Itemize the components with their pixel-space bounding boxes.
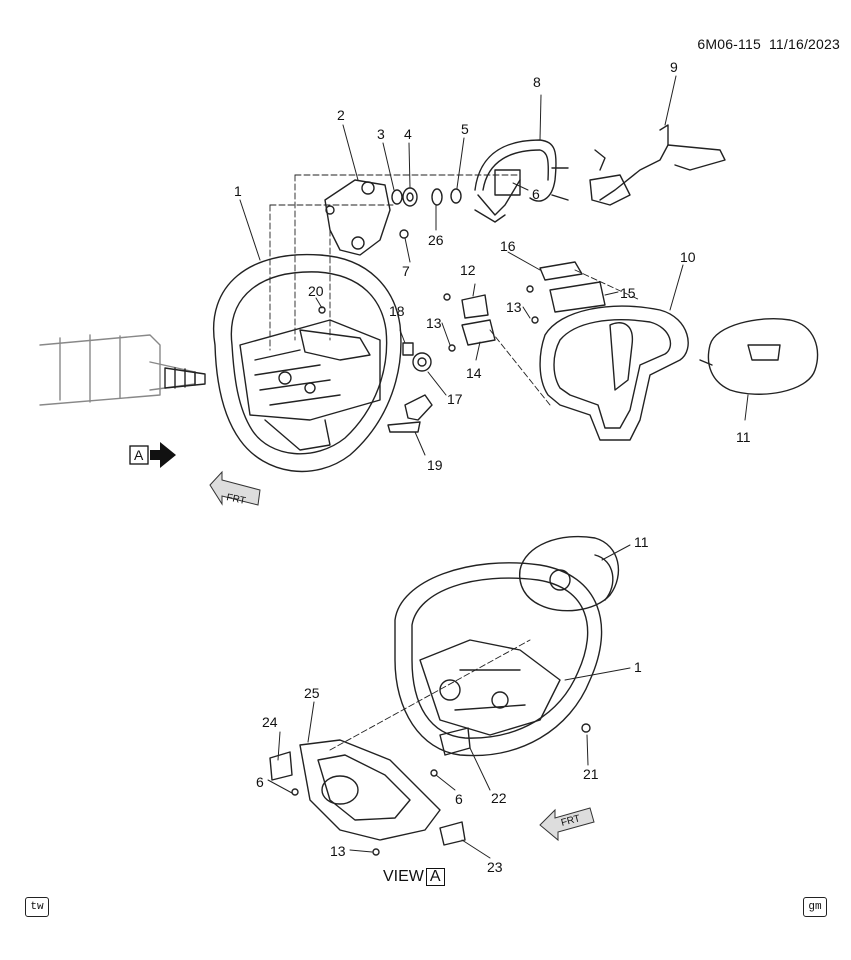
gm-logo-badge: gm — [803, 897, 827, 917]
callout-16: 16 — [500, 238, 516, 254]
callout-4: 4 — [404, 126, 412, 142]
view-a-letter: A — [134, 447, 144, 463]
wiring-harness — [474, 139, 569, 223]
view-label-letter: A — [425, 868, 445, 886]
callout-7: 7 — [402, 263, 410, 279]
callout-labels: 1 2 3 4 5 8 9 6 26 7 10 11 16 12 15 13 1… — [234, 59, 751, 875]
callout-6b: 6 — [256, 774, 264, 790]
alignment-lines — [269, 174, 641, 751]
callout-13a: 13 — [426, 315, 442, 331]
column-spline — [164, 367, 206, 389]
steering-column — [39, 334, 196, 406]
callout-13c: 13 — [330, 843, 346, 859]
tw-badge: tw — [25, 897, 49, 917]
callout-22: 22 — [491, 790, 507, 806]
leader-lines — [239, 75, 749, 456]
lower-trim-parts — [269, 723, 591, 856]
callout-25: 25 — [304, 685, 320, 701]
callout-14: 14 — [466, 365, 482, 381]
callout-26: 26 — [428, 232, 444, 248]
view-label-prefix: VIEW — [383, 868, 424, 885]
steering-wheel-rear-view — [394, 562, 603, 757]
steering-wheel-bezel — [539, 305, 689, 441]
leader-lines-lower — [267, 544, 631, 859]
diagram-date: 11/16/2023 — [768, 36, 840, 52]
control-switches — [443, 261, 606, 352]
callout-6: 6 — [532, 186, 540, 202]
callout-8: 8 — [533, 74, 541, 90]
clockspring-harness — [589, 124, 726, 206]
callout-24: 24 — [262, 714, 278, 730]
callout-13b: 13 — [506, 299, 522, 315]
rear-cover — [299, 739, 441, 841]
callout-6c: 6 — [455, 791, 463, 807]
callout-11b: 11 — [634, 534, 649, 550]
callout-21: 21 — [583, 766, 599, 782]
callout-20: 20 — [308, 283, 324, 299]
callout-10: 10 — [680, 249, 696, 265]
callout-15: 15 — [620, 285, 636, 301]
callout-1: 1 — [234, 183, 242, 199]
backing-plate — [324, 179, 391, 256]
front-direction-arrow-upper: FRT — [209, 470, 261, 507]
callout-3: 3 — [377, 126, 385, 142]
callout-12: 12 — [460, 262, 476, 278]
callout-2: 2 — [337, 107, 345, 123]
callout-18: 18 — [389, 303, 405, 319]
frt-label-upper: FRT — [225, 492, 246, 507]
rear-airbag — [518, 535, 620, 612]
view-a-marker: A — [129, 442, 176, 468]
frt-label-lower: FRT — [560, 813, 581, 829]
hub-fasteners — [318, 306, 433, 433]
driver-airbag — [699, 318, 819, 395]
callout-1b: 1 — [634, 659, 642, 675]
callout-5: 5 — [461, 121, 469, 137]
hub-hardware — [391, 187, 462, 239]
callout-11: 11 — [736, 429, 751, 445]
front-direction-arrow-lower: FRT — [539, 807, 595, 842]
callout-23: 23 — [487, 859, 503, 875]
callout-17: 17 — [447, 391, 463, 407]
diagram-header: 6M06-115 11/16/2023 — [600, 36, 840, 52]
diagram-id: 6M06-115 — [697, 36, 761, 52]
callout-19: 19 — [427, 457, 443, 473]
callout-9: 9 — [670, 59, 678, 75]
